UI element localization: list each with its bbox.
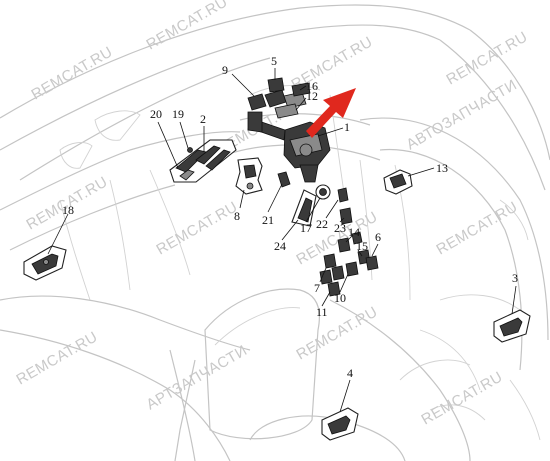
callout-21: 21 bbox=[262, 213, 274, 227]
red-arrow-icon bbox=[306, 88, 356, 138]
callout-18: 18 bbox=[62, 203, 74, 217]
callout-11: 11 bbox=[316, 305, 328, 319]
part-combination-switch bbox=[247, 111, 331, 183]
watermark-remcat: REMCAT.RU bbox=[144, 0, 231, 53]
watermark-remcat: REMCAT.RU bbox=[294, 303, 381, 363]
callout-10: 10 bbox=[334, 291, 346, 305]
watermark-remcat: REMCAT.RU bbox=[14, 328, 101, 388]
watermark-remcat: REMCAT.RU bbox=[154, 198, 241, 258]
callout-9: 9 bbox=[222, 63, 228, 77]
watermark-remcat: REMCAT.RU bbox=[29, 43, 116, 103]
watermark-remcat: REMCAT.RU bbox=[444, 28, 531, 88]
callout-5: 5 bbox=[271, 54, 277, 68]
leader-lines bbox=[47, 68, 517, 413]
callout-6: 6 bbox=[375, 230, 381, 244]
callout-7: 7 bbox=[314, 281, 320, 295]
part-rear-switch-3 bbox=[493, 309, 531, 343]
watermark-artzapchasti: АРТЗАПЧАСТИ bbox=[144, 342, 251, 413]
callout-3: 3 bbox=[512, 271, 518, 285]
part-bracket-8 bbox=[235, 157, 263, 195]
part-window-switch-panel bbox=[169, 139, 237, 183]
part-rear-switch-4 bbox=[321, 407, 359, 441]
callout-2: 2 bbox=[200, 112, 206, 126]
callout-16: 16 bbox=[306, 79, 318, 93]
callout-15: 15 bbox=[356, 239, 368, 253]
watermark-remcat: REMCAT.RU bbox=[419, 368, 506, 428]
part-switch-13 bbox=[383, 169, 413, 195]
callout-8: 8 bbox=[234, 209, 240, 223]
part-door-switch-18 bbox=[23, 245, 67, 281]
callout-12: 12 bbox=[306, 89, 318, 103]
callout-20: 20 bbox=[150, 107, 162, 121]
part-connector-22 bbox=[337, 187, 349, 203]
callout-19: 19 bbox=[172, 107, 184, 121]
callout-14: 14 bbox=[348, 225, 360, 239]
callout-22: 22 bbox=[316, 217, 328, 231]
callout-23: 23 bbox=[334, 221, 346, 235]
part-button-17 bbox=[315, 184, 331, 200]
callout-4: 4 bbox=[347, 366, 353, 380]
callout-13: 13 bbox=[436, 161, 448, 175]
callout-labels: 1 2 3 4 5 6 7 8 9 10 11 12 13 14 15 16 1… bbox=[62, 54, 518, 380]
watermark-remcat: REMCAT.RU bbox=[434, 198, 521, 258]
callout-24: 24 bbox=[274, 239, 286, 253]
part-plug-21 bbox=[277, 171, 291, 188]
callout-17: 17 bbox=[300, 221, 312, 235]
callout-1: 1 bbox=[344, 120, 350, 134]
part-connector-23 bbox=[339, 207, 353, 225]
part-switch-24 bbox=[291, 189, 317, 227]
